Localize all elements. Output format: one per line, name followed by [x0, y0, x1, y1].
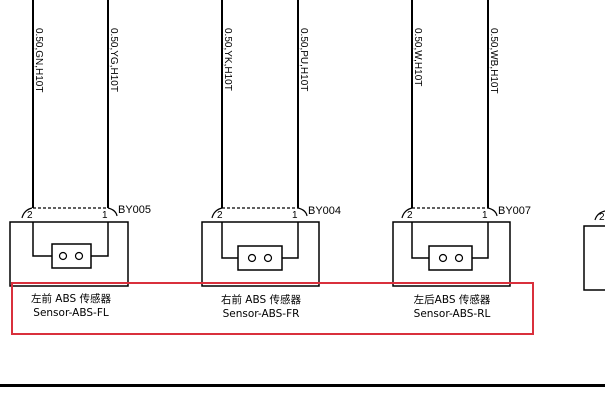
sensor-abs-fr: 0.50,YK,H10T 0.50,PU,H10T 2 1 BY004 右前 A… [201, 0, 341, 320]
pin-number-right: 1 [292, 210, 298, 221]
terminal [74, 251, 84, 261]
sensor-label-en: Sensor-ABS-FL [33, 307, 109, 319]
highlight-box [11, 282, 534, 335]
sensor-partial: 2 [583, 210, 605, 291]
sensor-element [51, 243, 92, 269]
terminal [58, 251, 68, 261]
pin-hook-right [107, 207, 118, 217]
pin-hook-left [21, 207, 33, 219]
terminal [454, 253, 464, 263]
sensor-body [583, 225, 605, 291]
pin-number-right: 1 [482, 210, 488, 221]
pin-number-left: 2 [407, 210, 413, 221]
sensor-label-en: Sensor-ABS-RL [414, 308, 491, 320]
internal-wires [411, 222, 489, 259]
terminal [438, 253, 448, 263]
sensor-label-cn: 左前 ABS 传感器 [31, 292, 112, 305]
terminal [247, 253, 257, 263]
pin-hook-right [297, 207, 308, 217]
wire-label-right: 0.50,YG,H10T [108, 28, 119, 92]
wire-label-left: 0.50,GN,H10T [33, 28, 44, 92]
sensor-element [428, 245, 473, 271]
connector-id: BY007 [498, 205, 531, 217]
pin-hook-left [401, 207, 413, 219]
sensor-abs-fl: 0.50,GN,H10T 0.50,YG,H10T 2 1 BY005 左前 A… [9, 0, 151, 319]
sensor-body [392, 221, 511, 287]
pin-number-left: 2 [599, 212, 605, 223]
sensor-abs-rl: 0.50,W,H10T 0.50,WB,H10T 2 1 BY007 左后ABS… [392, 0, 531, 320]
pin-hook-left [594, 210, 605, 221]
internal-wires [32, 222, 109, 257]
sensor-label-cn: 左后ABS 传感器 [414, 293, 491, 306]
sensor-label-cn: 右前 ABS 传感器 [221, 293, 302, 306]
sensor-label-en: Sensor-ABS-FR [223, 308, 300, 320]
pin-hook-right [487, 207, 498, 217]
connector-id: BY005 [118, 204, 151, 216]
wire-label-left: 0.50,W,H10T [412, 28, 423, 86]
internal-wires [221, 222, 299, 259]
sensor-body [201, 221, 320, 287]
wire-label-right: 0.50,PU,H10T [298, 28, 309, 91]
wire-label-right: 0.50,WB,H10T [488, 28, 499, 94]
pin-number-right: 1 [102, 210, 108, 221]
sensor-body [9, 221, 129, 287]
connector-id: BY004 [308, 205, 341, 217]
pin-number-left: 2 [217, 210, 223, 221]
pin-hook-left [211, 207, 223, 219]
pin-number-left: 2 [27, 210, 33, 221]
sensor-element [237, 245, 283, 271]
bottom-divider [0, 384, 605, 387]
wire-label-left: 0.50,YK,H10T [222, 28, 233, 91]
terminal [263, 253, 273, 263]
